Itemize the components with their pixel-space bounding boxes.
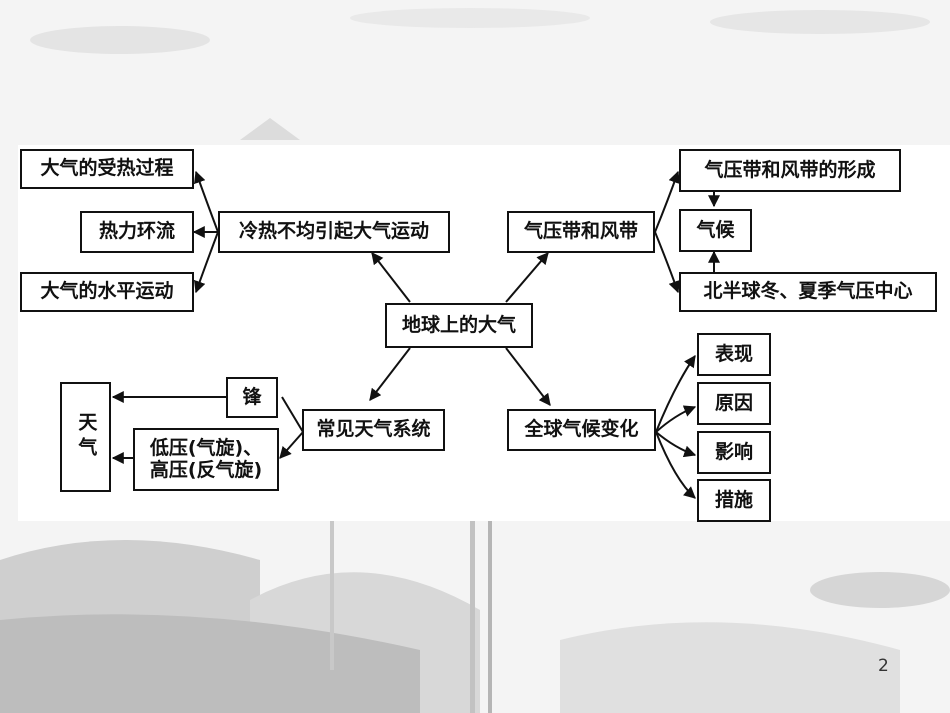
node-pressure-wind-belts: 气压带和风带: [507, 211, 655, 253]
center-node: 地球上的大气: [385, 303, 533, 348]
node-front: 锋: [226, 377, 278, 418]
node-pressure-centers: 北半球冬、夏季气压中心: [679, 272, 937, 312]
node-thermal-circulation: 热力环流: [80, 211, 194, 253]
node-belt-formation: 气压带和风带的形成: [679, 149, 901, 192]
node-heating-process: 大气的受热过程: [20, 149, 194, 189]
page-number: 2: [878, 656, 889, 676]
anticyclone-label: 高压(反气旋): [149, 458, 263, 481]
node-causes: 原因: [697, 382, 771, 425]
cyclone-label: 低压(气旋)、: [149, 436, 263, 459]
node-weather-systems: 常见天气系统: [302, 409, 445, 451]
node-uneven-heating: 冷热不均引起大气运动: [218, 211, 450, 253]
node-horizontal-motion: 大气的水平运动: [20, 272, 194, 312]
node-climate: 气候: [679, 209, 752, 252]
node-global-climate-change: 全球气候变化: [507, 409, 656, 451]
node-measures: 措施: [697, 479, 771, 522]
node-impacts: 影响: [697, 431, 771, 474]
node-weather: 天气: [60, 382, 111, 492]
node-manifestation: 表现: [697, 333, 771, 376]
node-cyclone-anticyclone: 低压(气旋)、 高压(反气旋): [133, 428, 279, 491]
